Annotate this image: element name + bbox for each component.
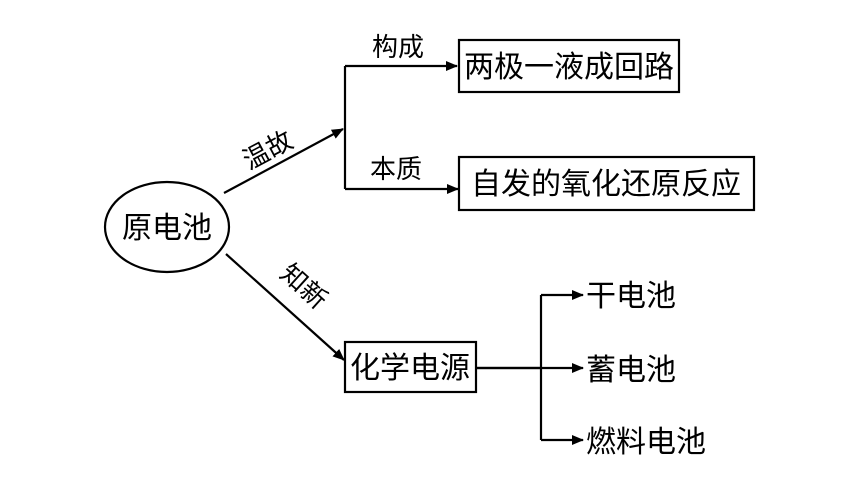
chemical-source-label: 化学电源 (350, 351, 470, 386)
root-node-label: 原电池 (122, 211, 212, 246)
essence-box-label: 自发的氧化还原反应 (471, 167, 741, 202)
root-node-shape (103, 180, 231, 274)
storage-battery-label: 蓄电池 (586, 353, 676, 388)
composition-label: 构成 (372, 33, 424, 63)
composition-box (457, 38, 681, 94)
essence-label: 本质 (370, 155, 422, 185)
learn-arrow (225, 253, 345, 361)
fuel-cell-label: 燃料电池 (586, 425, 706, 460)
essence-box (457, 155, 756, 212)
composition-box-label: 两极一液成回路 (464, 50, 674, 85)
learn-label: 知新 (274, 259, 333, 316)
dry-cell-label: 干电池 (586, 279, 676, 314)
review-arrow (223, 128, 344, 194)
